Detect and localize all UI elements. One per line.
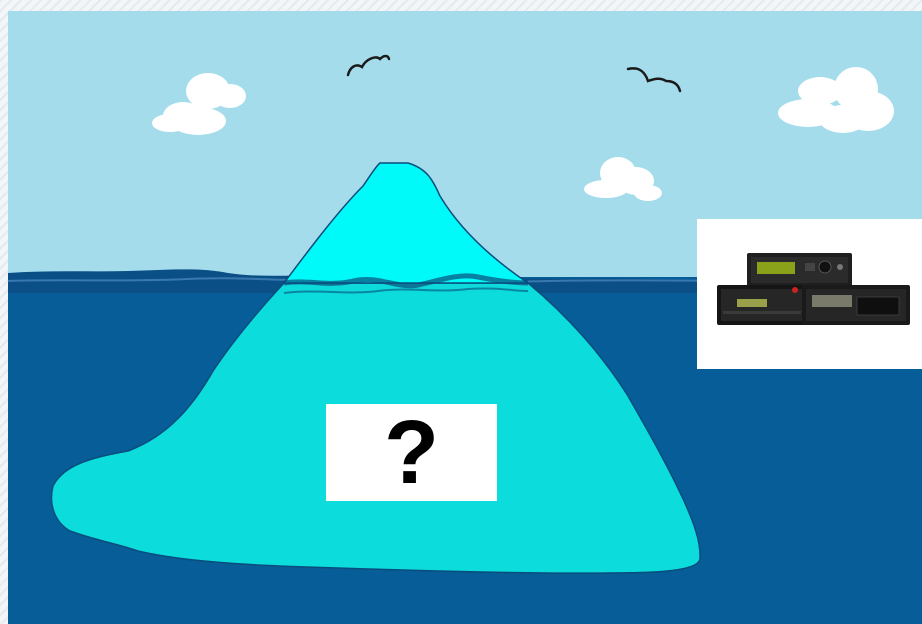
tachograph-photo — [697, 219, 922, 369]
iceberg-scene: ? — [8, 11, 922, 624]
tachograph-devices-icon — [697, 219, 922, 369]
question-mark: ? — [384, 408, 439, 498]
unknown-question-box: ? — [326, 404, 497, 501]
